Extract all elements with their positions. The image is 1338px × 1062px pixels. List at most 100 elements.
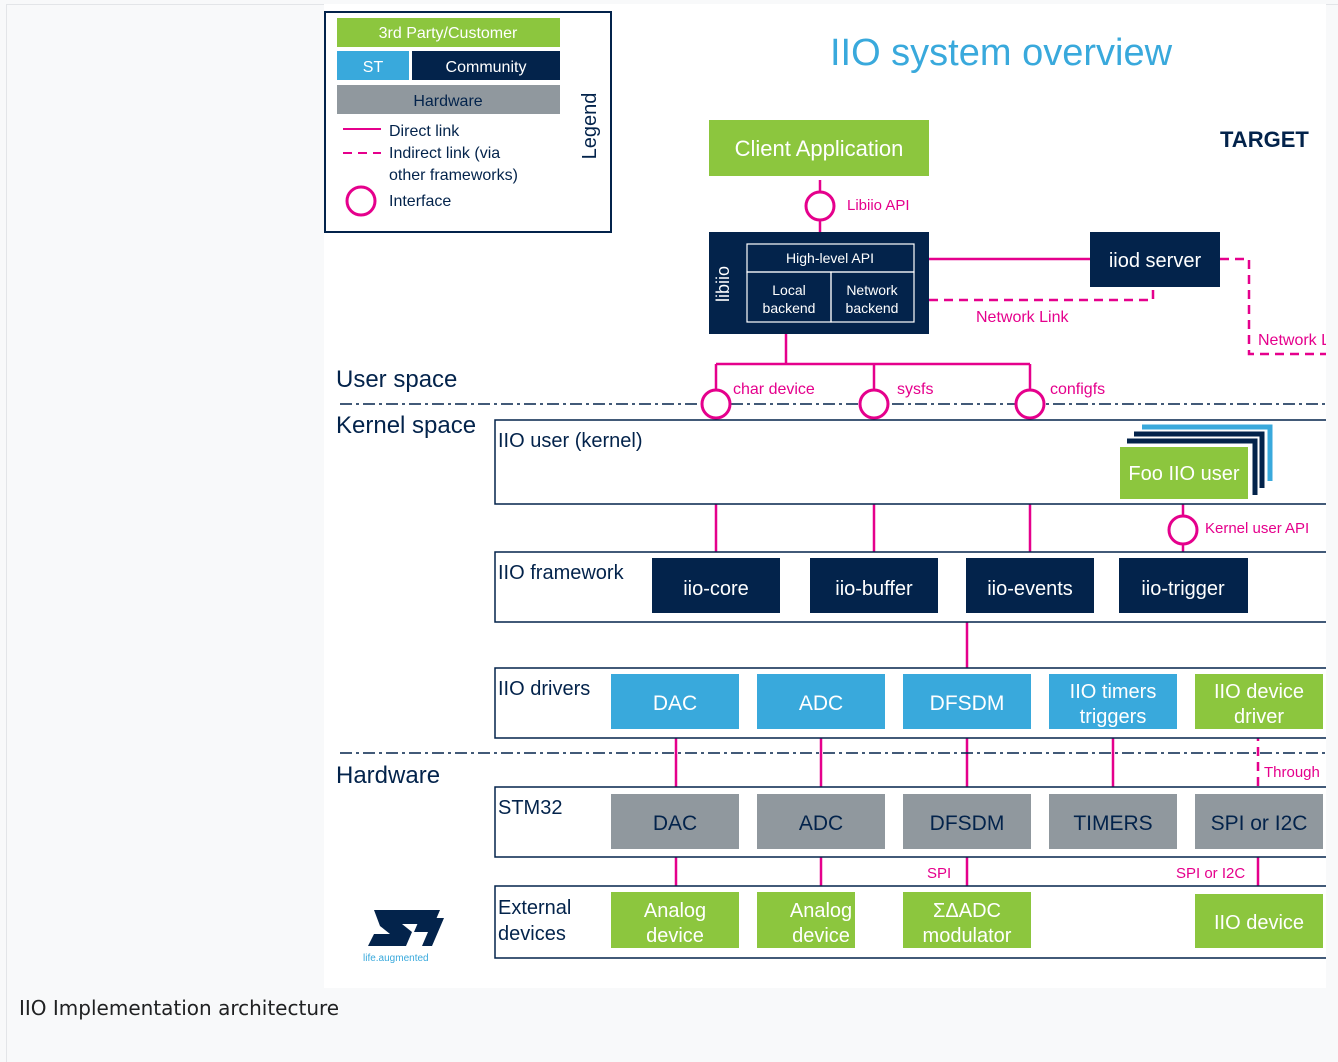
client-application-box [709, 120, 929, 176]
iio-drivers-label: IIO drivers [498, 678, 590, 700]
network-backend-label-2: backend [846, 300, 899, 316]
client-application-label: Client Application [735, 136, 904, 161]
iio-architecture-diagram: 3rd Party/Customer ST Community Hardware… [324, 4, 1326, 988]
spi-label: SPI [927, 865, 951, 882]
drv-adc-box [757, 674, 885, 729]
iio-events-label: iio-events [987, 578, 1073, 600]
drv-timers-box [1049, 674, 1177, 729]
drv-device-label-1: IIO device [1214, 681, 1304, 703]
legend-hardware-swatch [337, 85, 560, 114]
hw-dfsdm-label: DFSDM [930, 812, 1005, 835]
hw-spi-i2c-label: SPI or I2C [1211, 812, 1308, 835]
configfs-interface-icon [1014, 388, 1046, 420]
space-separators [340, 403, 1326, 754]
kernel-space-label: Kernel space [336, 412, 476, 439]
analog-device-2-box [757, 892, 855, 948]
char-device-label: char device [733, 381, 815, 398]
libiio-label: libiio [713, 266, 733, 302]
iio-user-kernel-label: IIO user (kernel) [498, 430, 642, 452]
legend-st-label: ST [363, 59, 384, 76]
figure-caption: IIO Implementation architecture [19, 996, 340, 1020]
sd-adc-label-1: ΣΔADC [933, 900, 1001, 922]
configfs-label: configfs [1050, 381, 1105, 398]
iio-trigger-box [1119, 558, 1248, 613]
analog-device-1-box [611, 892, 739, 948]
libiio-api-label: Libiio API [847, 197, 910, 214]
hw-dac-label: DAC [653, 812, 697, 835]
kernel-user-api-label: Kernel user API [1205, 520, 1309, 537]
drv-dac-label: DAC [653, 692, 697, 715]
legend: 3rd Party/Customer ST Community Hardware… [324, 11, 612, 233]
sd-adc-modulator-box [903, 892, 1031, 948]
legend-third-party-swatch [337, 18, 560, 47]
sysfs-interface-icon [858, 388, 890, 420]
legend-direct-link: Direct link [389, 123, 460, 140]
high-level-api-label: High-level API [786, 250, 874, 266]
drv-device-box [1195, 674, 1323, 729]
st-tagline: life.augmented [363, 953, 429, 964]
legend-community-label: Community [446, 59, 527, 76]
network-link-cut-label: Network L [1258, 332, 1326, 349]
iio-events-box [966, 558, 1094, 613]
drv-adc-label: ADC [799, 692, 843, 715]
iio-core-label: iio-core [683, 578, 749, 600]
analog-device-1-label-a: Analog [644, 900, 706, 922]
hw-timers-box [1049, 794, 1177, 849]
drv-timers-label-2: triggers [1080, 706, 1147, 728]
iiod-server-box [1090, 232, 1220, 287]
legend-interface-icon [345, 185, 377, 217]
drv-dfsdm-box [903, 674, 1031, 729]
legend-community-swatch [412, 51, 560, 80]
iio-buffer-label: iio-buffer [835, 578, 913, 600]
libiio-box [709, 232, 929, 334]
through-label: Through [1264, 764, 1320, 781]
legend-title: Legend [579, 93, 601, 160]
legend-third-party-label: 3rd Party/Customer [379, 25, 518, 42]
indirect-lines [914, 257, 1326, 794]
external-devices-label-1: External [498, 897, 571, 919]
external-devices-label-2: devices [498, 923, 566, 945]
libiio-api-interface-icon [804, 190, 836, 222]
hw-adc-box [757, 794, 885, 849]
iiod-server-label: iiod server [1109, 250, 1202, 272]
hw-adc-label: ADC [799, 812, 843, 835]
foo-iio-user-box [1120, 447, 1248, 499]
drv-timers-label-1: IIO timers [1070, 681, 1157, 703]
hw-dac-box [611, 794, 739, 849]
iio-framework-label: IIO framework [498, 562, 625, 584]
analog-device-1-label-b: device [646, 925, 704, 947]
analog-device-2-label-b: device [792, 925, 850, 947]
hw-spi-i2c-box [1195, 794, 1323, 849]
iio-core-box [652, 558, 780, 613]
sysfs-label: sysfs [897, 381, 933, 398]
local-backend-label-1: Local [772, 282, 805, 298]
target-label: TARGET [1220, 127, 1309, 152]
legend-interface: Interface [389, 193, 451, 210]
legend-hardware-label: Hardware [413, 93, 482, 110]
st-logo: life.augmented [363, 910, 444, 964]
legend-indirect-link-1: Indirect link (via [389, 145, 500, 162]
drv-device-label-2: driver [1234, 706, 1284, 728]
analog-device-2-label-a: Analog [790, 900, 852, 922]
iio-device-box [1195, 894, 1323, 948]
legend-st-swatch [337, 51, 409, 80]
hardware-space-label: Hardware [336, 762, 440, 789]
iio-device-label: IIO device [1214, 912, 1304, 934]
foo-iio-user-label: Foo IIO user [1128, 463, 1239, 485]
char-device-interface-icon [700, 388, 732, 420]
user-space-label: User space [336, 366, 457, 393]
hw-dfsdm-box [903, 794, 1031, 849]
spi-or-i2c-label: SPI or I2C [1176, 865, 1245, 882]
local-backend-label-2: backend [763, 300, 816, 316]
drv-dac-box [611, 674, 739, 729]
drv-dfsdm-label: DFSDM [930, 692, 1005, 715]
network-backend-label-1: Network [846, 282, 898, 298]
hw-timers-label: TIMERS [1073, 812, 1152, 835]
stm32-label: STM32 [498, 797, 562, 819]
iio-trigger-label: iio-trigger [1141, 578, 1225, 600]
kernel-user-api-interface-icon [1167, 514, 1199, 546]
network-link-label: Network Link [976, 309, 1069, 326]
iio-buffer-box [810, 558, 938, 613]
diagram-title: IIO system overview [830, 32, 1173, 74]
legend-indirect-link-2: other frameworks) [389, 167, 518, 184]
